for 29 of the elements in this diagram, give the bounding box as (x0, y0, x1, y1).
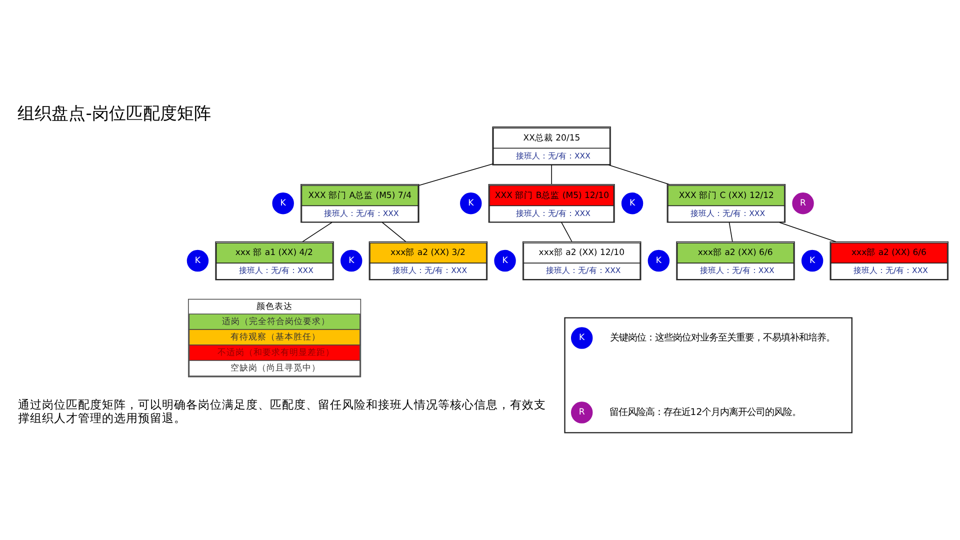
node-circle: K (460, 192, 482, 214)
node-circle: K (621, 192, 644, 214)
connector (608, 164, 670, 184)
node-circle: K (801, 249, 824, 272)
node-circle: R (792, 192, 814, 214)
legend-label: 空缺岗（尚且寻觅中） (230, 362, 321, 373)
node-circle: K (648, 249, 670, 272)
node-circle: K (340, 249, 362, 272)
node-circle: K (494, 249, 516, 272)
caption: 通过岗位匹配度矩阵，可以明确各岗位满足度、匹配度、留任风险和接班人情况等核心信息，有效支撑组织人才管理的选用预留退。 (18, 397, 546, 424)
connector (779, 222, 836, 242)
cluster (564, 316, 852, 433)
node-circle: K (186, 249, 209, 272)
node-label: 关键岗位：这些岗位对业务至关重要，不易填补和培养。 (610, 332, 835, 343)
diagram-title: 组织盘点-岗位匹配度矩阵 (18, 103, 211, 124)
legend-label: 适岗（完全符合岗位要求） (222, 316, 330, 326)
connector (418, 163, 493, 186)
connector (302, 222, 332, 242)
connector (551, 164, 552, 184)
label: 颜色表达 (256, 302, 293, 312)
node-label: 留任风险高：存在近12个月内离开公司的风险。 (609, 406, 802, 418)
legend-label: 不适岗（和要求有明显差距） (218, 347, 335, 358)
connector (561, 222, 572, 242)
connector (728, 222, 733, 242)
node-circle: K (570, 326, 593, 348)
node-circle: R (570, 401, 593, 423)
node-circle: K (272, 192, 294, 214)
connector (382, 222, 406, 242)
legend-label: 有待观察（基本胜任） (230, 332, 321, 342)
